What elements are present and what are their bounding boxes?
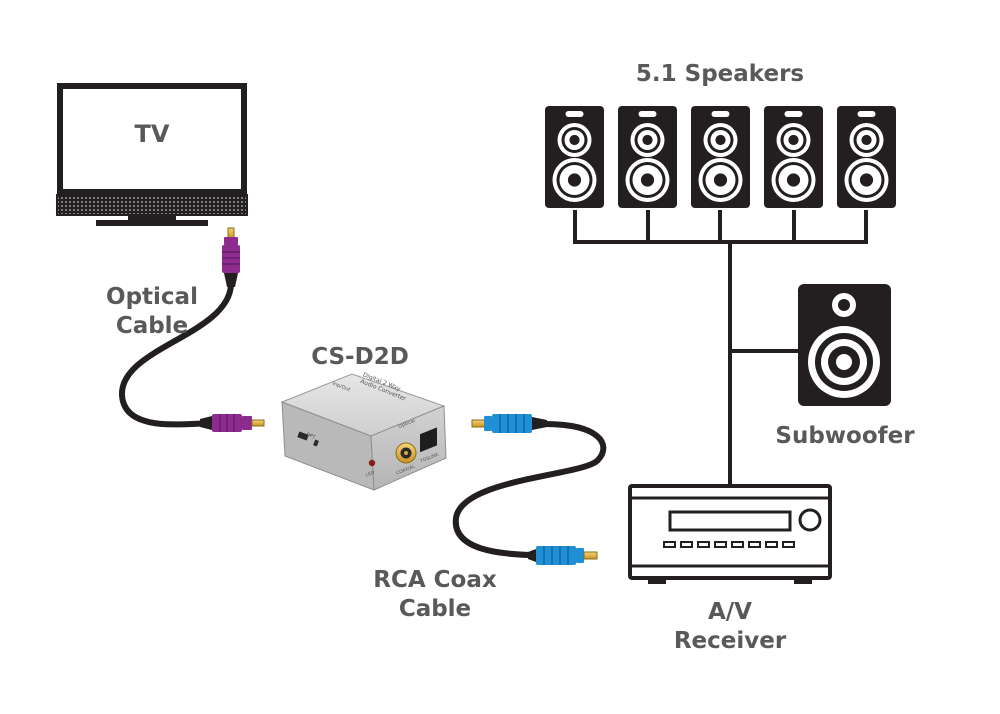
rca-cable-label-line2: Cable [398, 596, 472, 622]
converter-device-icon [280, 373, 447, 491]
av-receiver-icon [628, 484, 832, 584]
receiver-button-5 [731, 541, 744, 548]
speaker-group [545, 106, 896, 208]
rca-cable-label: RCA Coax Cable [360, 566, 510, 624]
speaker-3-icon [691, 106, 750, 208]
optical-cable-label: Optical Cable [92, 283, 212, 341]
rca-coax-cable [452, 414, 607, 565]
speaker-wiring [573, 210, 868, 486]
receiver-button-4 [714, 541, 727, 548]
speakers-label: 5.1 Speakers [635, 61, 805, 87]
tv-icon [56, 83, 248, 226]
speaker-1-icon [545, 106, 604, 208]
receiver-button-2 [680, 541, 693, 548]
receiver-button-6 [748, 541, 761, 548]
rca-plug-bottom-icon [528, 546, 598, 565]
optical-plug-bottom-icon [200, 414, 265, 432]
receiver-button-3 [697, 541, 710, 548]
optical-cable-label-line2: Cable [115, 313, 189, 339]
speaker-2-icon [618, 106, 677, 208]
rca-cable-label-line1: RCA Coax [373, 567, 497, 593]
rca-plug-top-icon [471, 414, 547, 433]
speaker-5-icon [837, 106, 896, 208]
subwoofer-icon [798, 284, 891, 406]
optical-cable-label-line1: Optical [106, 284, 198, 310]
receiver-button-8 [782, 541, 795, 548]
subwoofer-label: Subwoofer [775, 423, 915, 449]
speaker-4-icon [764, 106, 823, 208]
receiver-button-1 [663, 541, 676, 548]
optical-plug-top-icon [222, 227, 240, 287]
tv-label: TV [134, 120, 170, 148]
receiver-label-line1: A/V [707, 599, 752, 625]
receiver-label-line2: Receiver [673, 628, 787, 654]
receiver-button-7 [765, 541, 778, 548]
receiver-label: A/V Receiver [650, 598, 810, 656]
optical-cable [118, 227, 265, 432]
converter-label: CS-D2D [311, 344, 409, 370]
